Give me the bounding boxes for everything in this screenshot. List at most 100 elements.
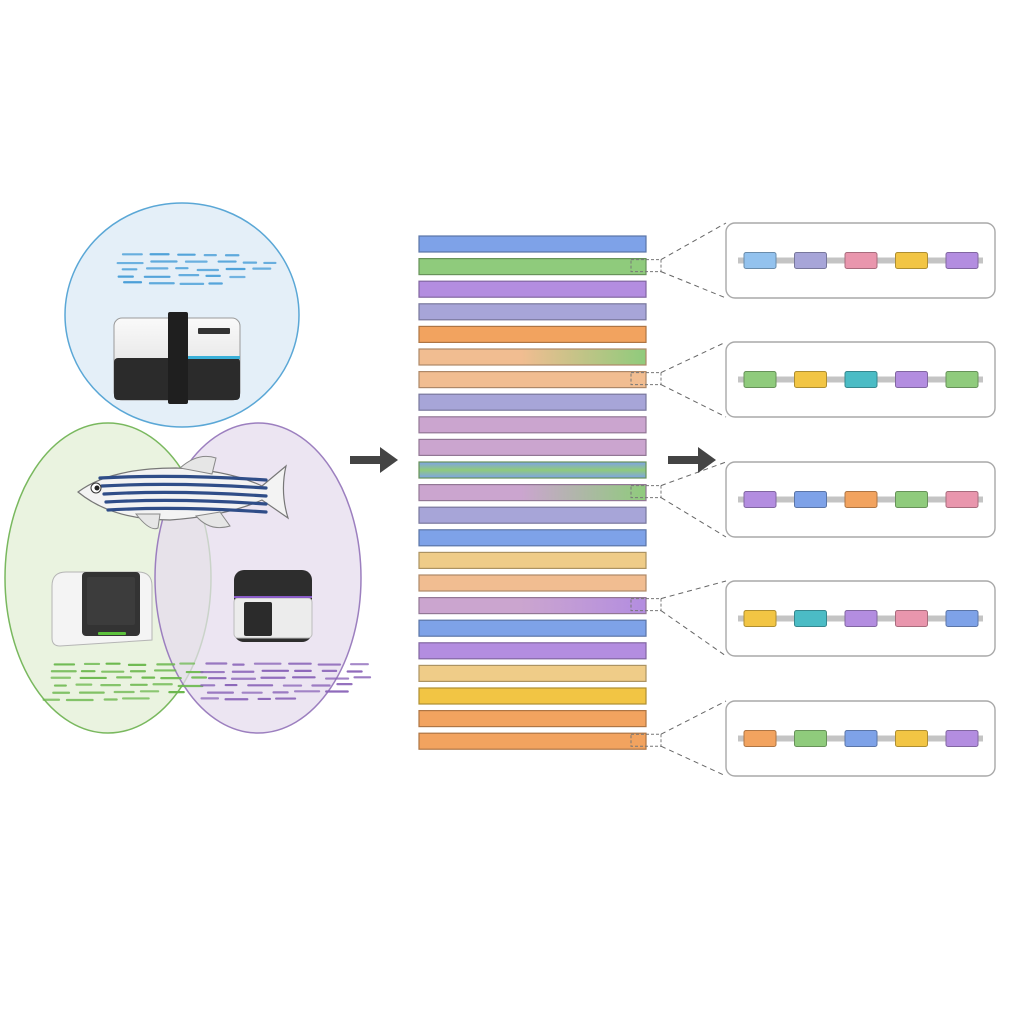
workflow-arrows bbox=[350, 447, 716, 473]
connector-line bbox=[660, 384, 727, 418]
gene-block bbox=[945, 610, 979, 627]
arrow-head bbox=[698, 447, 716, 473]
fish-dorsal-fin bbox=[178, 455, 217, 475]
reads-long-read-a bbox=[42, 662, 208, 702]
read-mark bbox=[231, 670, 255, 673]
gene-block bbox=[844, 730, 878, 747]
gene-callout bbox=[630, 700, 996, 777]
read-mark bbox=[242, 261, 258, 264]
contig-bar bbox=[418, 551, 647, 570]
read-mark bbox=[325, 690, 349, 693]
read-mark bbox=[257, 697, 272, 701]
gene-block bbox=[895, 252, 928, 269]
gene-block bbox=[743, 491, 777, 508]
read-mark bbox=[78, 691, 105, 694]
read-mark bbox=[253, 662, 282, 665]
gene-block bbox=[895, 730, 928, 747]
fish-stripe bbox=[106, 506, 268, 514]
read-mark bbox=[179, 662, 196, 665]
read-mark bbox=[208, 282, 223, 285]
contig-bar bbox=[418, 235, 647, 253]
read-mark bbox=[52, 691, 71, 694]
sequencer-screen bbox=[87, 577, 135, 625]
arrow-to-annotation-icon bbox=[668, 447, 716, 473]
read-mark bbox=[145, 267, 169, 270]
read-mark bbox=[127, 663, 147, 666]
read-mark bbox=[206, 691, 234, 694]
read-mark bbox=[129, 670, 146, 673]
contig-bar bbox=[418, 461, 647, 479]
connector-line bbox=[660, 271, 727, 299]
contig-bar bbox=[418, 732, 647, 750]
read-mark bbox=[113, 690, 135, 694]
sequencer-slot bbox=[198, 328, 230, 334]
contig-bar bbox=[418, 709, 647, 728]
read-mark bbox=[272, 691, 289, 694]
sequencing-venn bbox=[4, 202, 372, 734]
fish-anal-fin bbox=[195, 511, 231, 529]
read-mark bbox=[179, 282, 205, 285]
selection-marker bbox=[630, 372, 662, 386]
fish-stripe bbox=[98, 474, 268, 482]
arrow-head bbox=[380, 447, 398, 473]
gene-block bbox=[844, 491, 878, 508]
read-mark bbox=[261, 669, 290, 672]
contig-bar bbox=[418, 325, 647, 343]
reads-short-read bbox=[116, 253, 277, 285]
gene-block bbox=[945, 491, 979, 508]
read-mark bbox=[116, 261, 144, 265]
read-mark bbox=[241, 691, 263, 694]
read-mark bbox=[311, 684, 331, 687]
arrow-to-assembly-icon bbox=[350, 447, 398, 473]
gene-annotation-callouts bbox=[630, 222, 996, 777]
gene-block bbox=[895, 491, 928, 508]
connector-line bbox=[660, 497, 727, 538]
read-mark bbox=[148, 282, 175, 285]
sequencer-door bbox=[244, 602, 272, 636]
read-mark bbox=[252, 267, 272, 270]
sequencer-light bbox=[188, 356, 240, 359]
connector-line bbox=[660, 610, 727, 657]
gene-block bbox=[794, 730, 827, 747]
read-mark bbox=[141, 676, 156, 679]
arrow-shaft bbox=[350, 456, 382, 464]
contig-bar bbox=[418, 303, 647, 321]
read-mark bbox=[336, 683, 353, 686]
read-mark bbox=[116, 676, 132, 679]
connector-line bbox=[660, 461, 727, 487]
contig-bar bbox=[418, 596, 647, 615]
read-mark bbox=[191, 676, 208, 679]
read-mark bbox=[50, 676, 72, 679]
read-mark bbox=[293, 690, 321, 693]
read-mark bbox=[260, 676, 286, 679]
gene-block bbox=[794, 371, 827, 388]
read-mark bbox=[224, 683, 238, 687]
gene-block bbox=[794, 610, 827, 627]
sequencer-panel bbox=[168, 312, 188, 404]
read-mark bbox=[321, 669, 338, 672]
read-mark bbox=[205, 274, 221, 277]
selection-marker bbox=[630, 733, 662, 747]
read-mark bbox=[103, 698, 118, 701]
contig-bar bbox=[418, 642, 647, 660]
gene-block bbox=[794, 252, 827, 269]
assembled-contigs bbox=[418, 235, 647, 750]
connector-line bbox=[660, 700, 727, 735]
read-mark bbox=[275, 697, 297, 700]
contig-bar bbox=[418, 416, 647, 434]
read-mark bbox=[168, 691, 185, 694]
read-mark bbox=[200, 670, 225, 674]
contig-bar bbox=[418, 687, 647, 705]
connector-line bbox=[660, 222, 727, 261]
connector-line bbox=[660, 745, 727, 777]
gene-callout bbox=[630, 341, 996, 418]
read-mark bbox=[79, 676, 107, 680]
read-mark bbox=[353, 676, 372, 679]
read-mark bbox=[282, 684, 303, 687]
read-mark bbox=[149, 253, 170, 256]
fish-stripe bbox=[102, 490, 268, 498]
contig-bar bbox=[418, 371, 647, 389]
gene-block bbox=[844, 371, 878, 388]
read-mark bbox=[288, 662, 312, 665]
